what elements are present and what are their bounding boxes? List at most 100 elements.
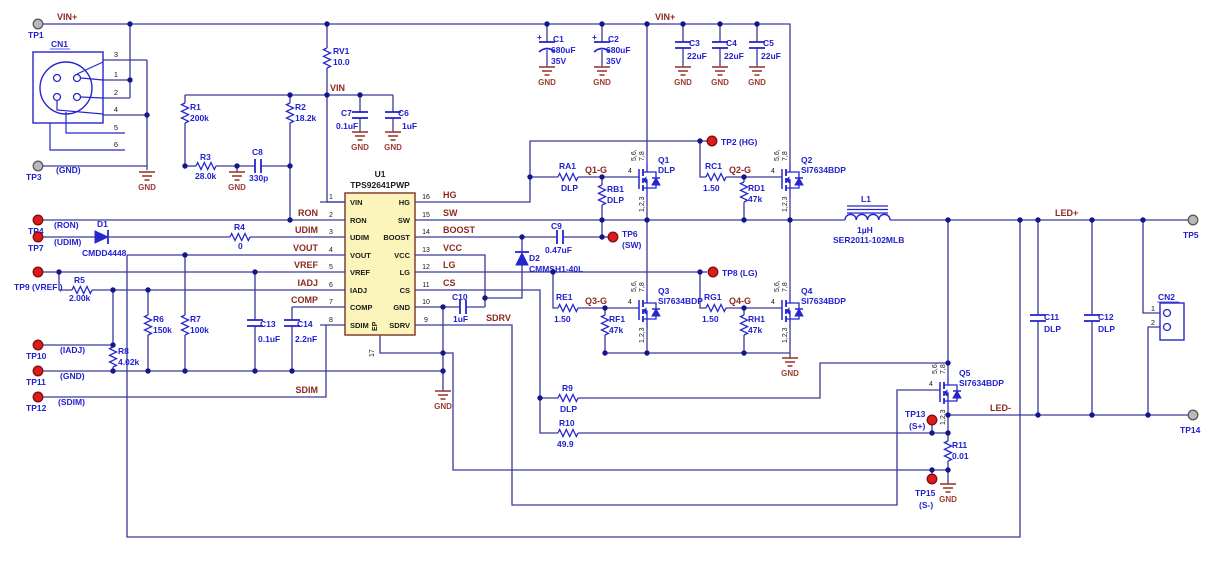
junction-dot (144, 112, 150, 118)
net-label-Q2-G: Q2-G (729, 165, 751, 175)
svg-text:R7: R7 (190, 314, 201, 324)
svg-text:330p: 330p (249, 173, 268, 183)
test-point-TP10: TP10(IADJ) (26, 339, 85, 361)
net-label-BOOST: BOOST (443, 225, 476, 235)
junction-dot (945, 217, 951, 223)
svg-text:C8: C8 (252, 147, 263, 157)
svg-text:4: 4 (771, 299, 775, 306)
svg-text:UDIM: UDIM (350, 233, 369, 242)
junction-dot (234, 163, 240, 169)
junction-dot (644, 217, 650, 223)
junction-dot (482, 295, 488, 301)
junction-dot (357, 92, 363, 98)
junction-dot (741, 174, 747, 180)
gnd-symbol: GND (351, 131, 369, 152)
junction-dot (324, 21, 330, 27)
svg-text:TP7: TP7 (28, 243, 44, 253)
svg-text:C14: C14 (297, 319, 313, 329)
test-point-TP14: TP14 (1180, 409, 1201, 435)
svg-text:4: 4 (628, 299, 632, 306)
net-label-VCC: VCC (443, 243, 463, 253)
svg-text:49.9: 49.9 (557, 439, 574, 449)
junction-dot (741, 217, 747, 223)
svg-text:TP6: TP6 (622, 229, 638, 239)
net-label-SDRV: SDRV (486, 313, 511, 323)
svg-text:D2: D2 (529, 253, 540, 263)
svg-text:R1: R1 (190, 102, 201, 112)
test-point-TP8: TP8 (LG) (707, 266, 758, 278)
junction-dot (550, 269, 556, 275)
junction-dot (945, 430, 951, 436)
svg-text:SDIM: SDIM (296, 385, 319, 395)
gnd-symbol: GND (711, 66, 729, 87)
svg-text:22uF: 22uF (724, 51, 744, 61)
net-label-VIN+: VIN+ (655, 12, 675, 22)
junction-dot (537, 395, 543, 401)
svg-text:6: 6 (114, 140, 118, 149)
svg-text:200k: 200k (190, 113, 209, 123)
svg-text:(SDIM): (SDIM) (58, 397, 85, 407)
svg-text:VIN+: VIN+ (655, 12, 675, 22)
gnd-symbol: GND (538, 66, 556, 87)
net-label-VIN+: VIN+ (57, 12, 77, 22)
svg-text:GND: GND (228, 183, 246, 192)
svg-text:U1: U1 (375, 169, 386, 179)
junction-dot (324, 92, 330, 98)
svg-text:16: 16 (422, 194, 430, 201)
junction-dot (599, 21, 605, 27)
svg-text:GND: GND (351, 143, 369, 152)
resistor-R4: R40 (229, 222, 251, 251)
net-label-SW: SW (443, 208, 458, 218)
gnd-symbol: GND (781, 357, 799, 378)
svg-text:100k: 100k (190, 325, 209, 335)
svg-text:GND: GND (939, 495, 957, 504)
resistor-R8: R84.02k (107, 346, 140, 368)
svg-text:SER2011-102MLB: SER2011-102MLB (833, 235, 904, 245)
svg-text:Q4-G: Q4-G (729, 296, 751, 306)
junction-dot (1017, 217, 1023, 223)
capacitor-C8: C8 330p (249, 147, 268, 183)
svg-text:LED+: LED+ (1055, 208, 1078, 218)
svg-text:C9: C9 (551, 221, 562, 231)
net-label-VOUT: VOUT (293, 243, 319, 253)
svg-text:TPS92641PWP: TPS92641PWP (350, 180, 410, 190)
svg-text:COMP: COMP (291, 295, 318, 305)
net-label-CS: CS (443, 278, 456, 288)
svg-text:1uF: 1uF (453, 314, 468, 324)
net-label-VIN: VIN (330, 83, 345, 93)
junction-dot (440, 350, 446, 356)
svg-text:5,6,: 5,6, (631, 280, 638, 292)
svg-text:0.1uF: 0.1uF (336, 121, 358, 131)
gnd-symbol: GND (593, 66, 611, 87)
gnd-symbol: GND (674, 66, 692, 87)
svg-text:2: 2 (1151, 318, 1155, 327)
svg-text:DLP: DLP (561, 183, 578, 193)
svg-text:GND: GND (538, 78, 556, 87)
svg-text:TP3: TP3 (26, 172, 42, 182)
test-point-TP15: TP15(S-) (915, 473, 938, 510)
svg-text:7: 7 (329, 299, 333, 306)
gnd-symbol: GND (939, 483, 957, 504)
svg-text:47k: 47k (748, 194, 762, 204)
svg-text:17: 17 (369, 349, 376, 357)
junction-dot (602, 350, 608, 356)
junction-dot (182, 252, 188, 258)
svg-text:4.02k: 4.02k (118, 357, 140, 367)
test-point-TP13: TP13(S+) (905, 409, 938, 431)
svg-text:28.0k: 28.0k (195, 171, 217, 181)
junction-dot (252, 368, 258, 374)
svg-text:CMMSH1-40L: CMMSH1-40L (529, 264, 583, 274)
junction-dot (680, 21, 686, 27)
svg-text:1: 1 (1151, 304, 1155, 313)
svg-text:4: 4 (929, 381, 933, 388)
